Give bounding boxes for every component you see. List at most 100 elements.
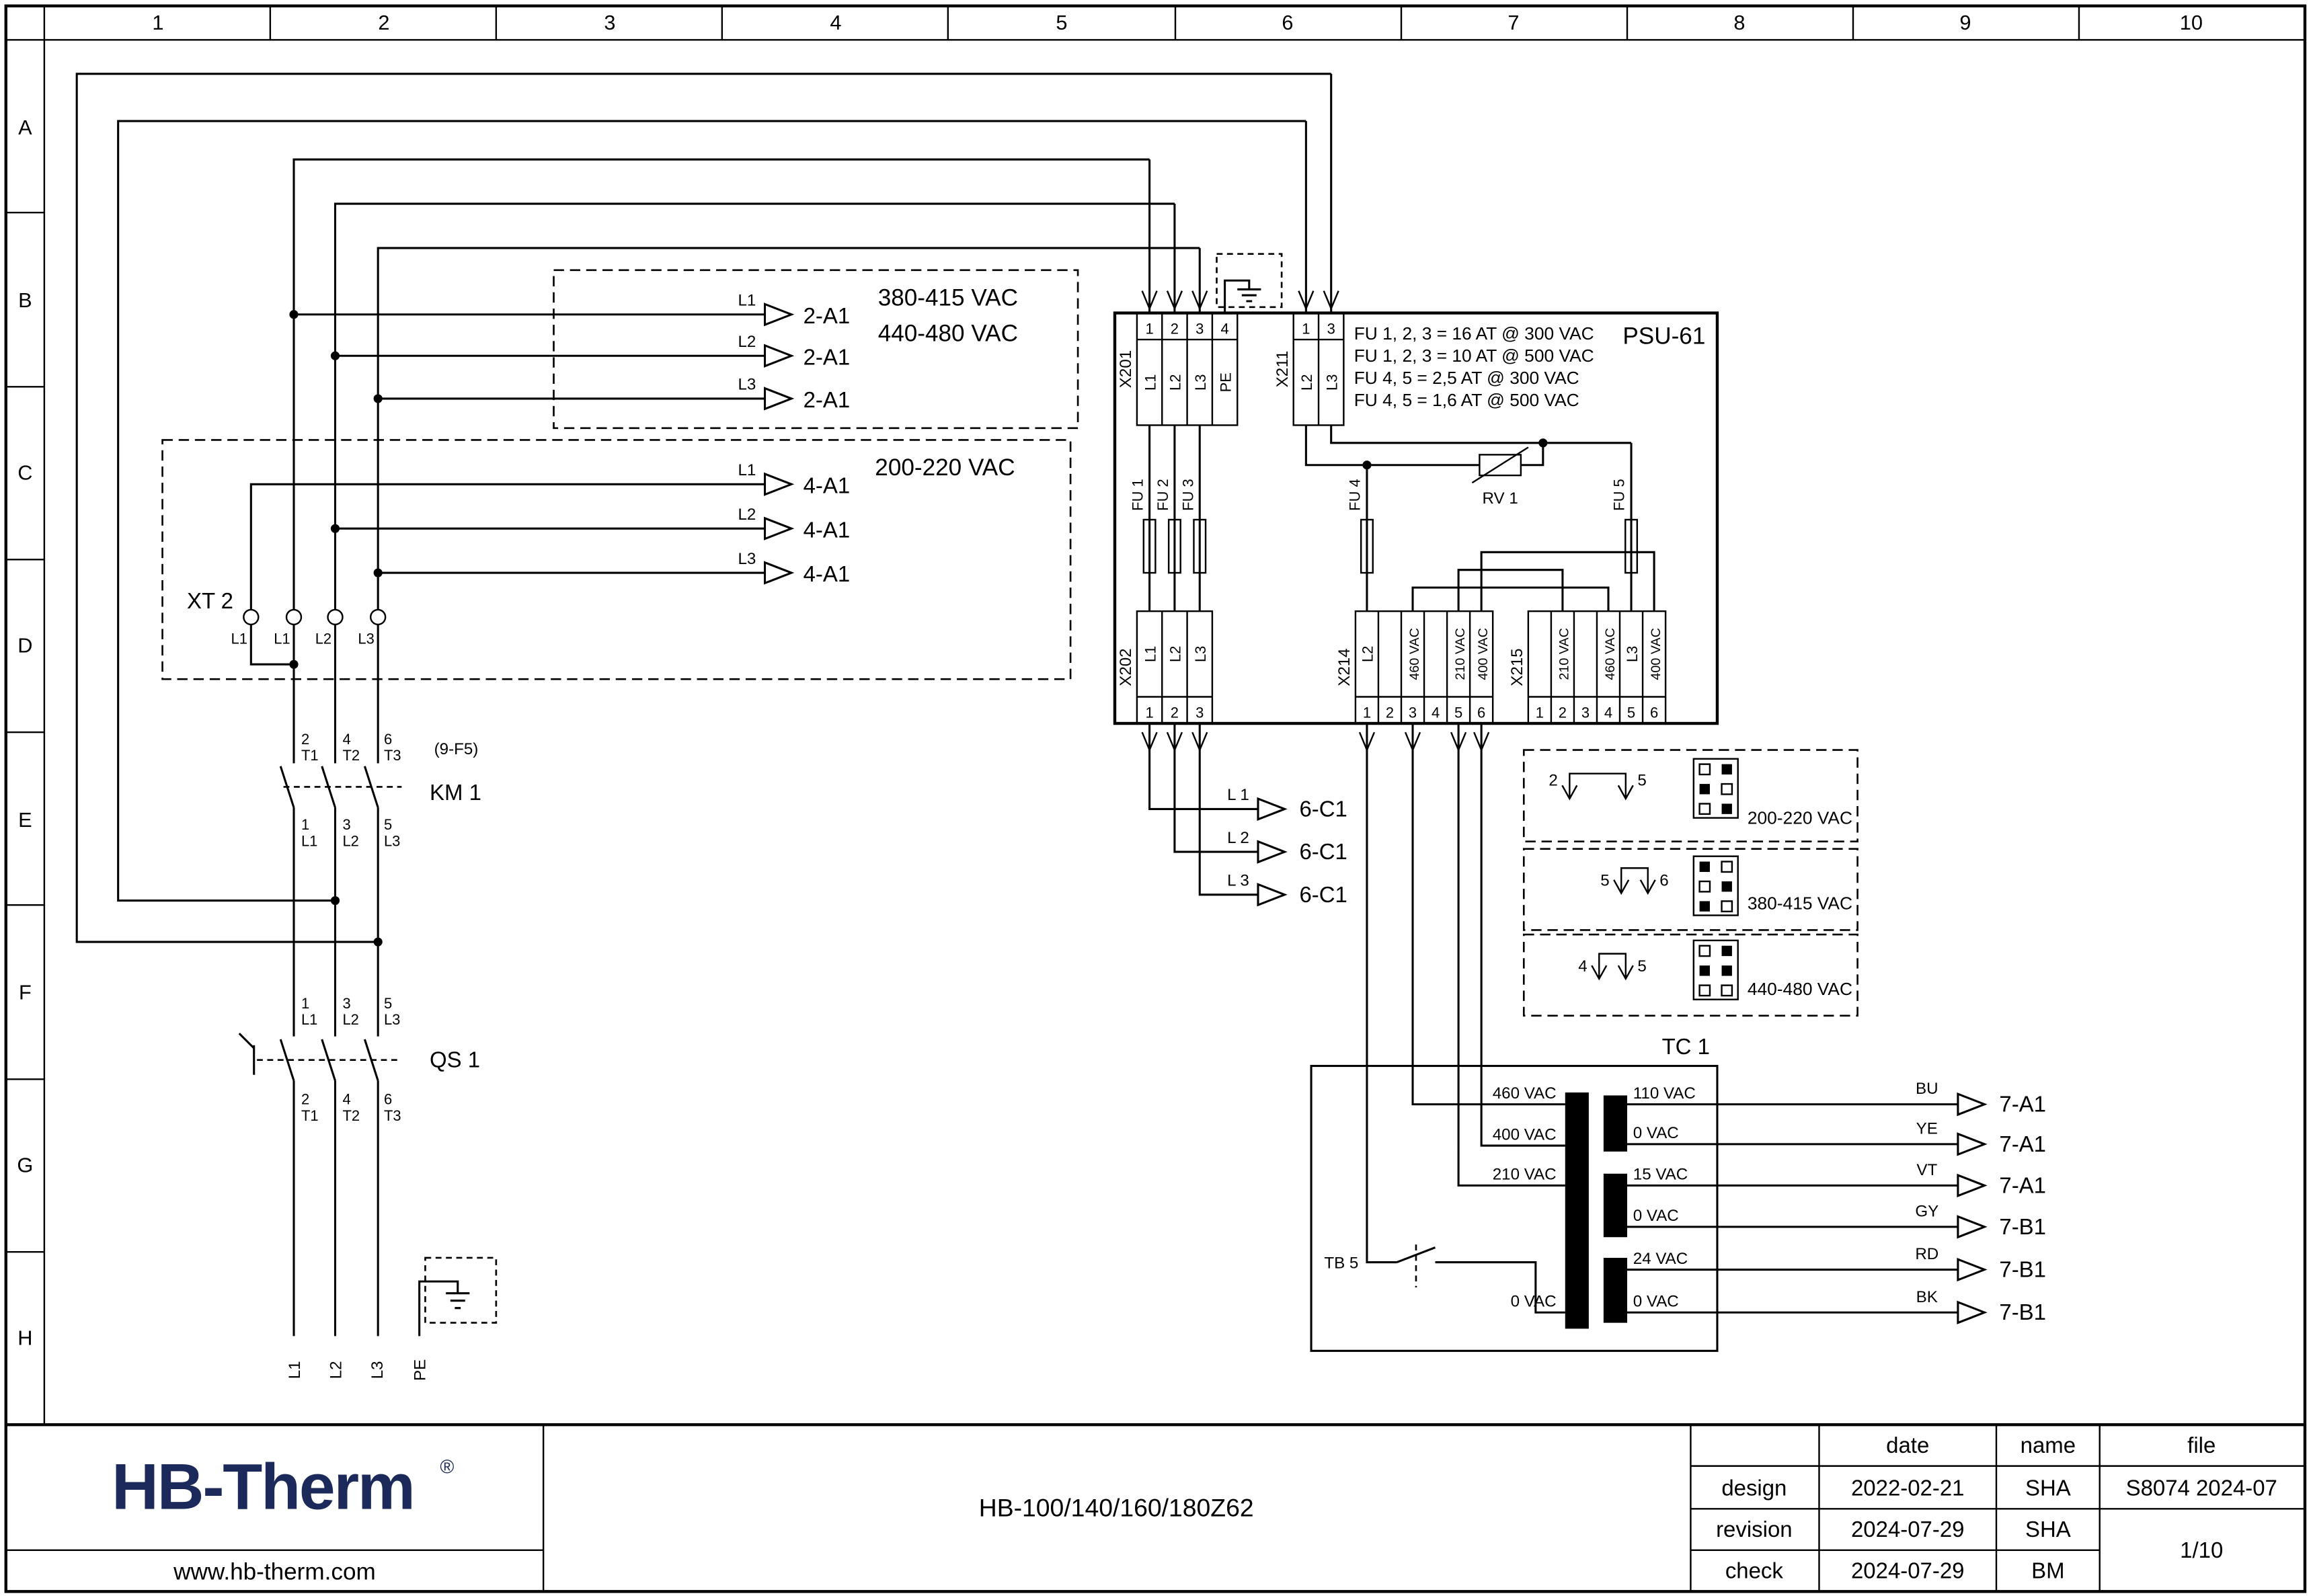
row-label-d: D — [17, 634, 32, 657]
svg-text:1: 1 — [301, 995, 309, 1012]
wire-arrow — [1257, 840, 1288, 864]
svg-text:L1: L1 — [301, 1011, 317, 1028]
fuse-note-4: FU 4, 5 = 1,6 AT @ 500 VAC — [1354, 390, 1579, 410]
svg-text:L3: L3 — [1323, 374, 1340, 391]
qs1-label: QS 1 — [430, 1047, 480, 1072]
svg-text:T3: T3 — [384, 1107, 401, 1124]
lv-target-2: 4-A1 — [804, 517, 851, 542]
svg-text:7-A1: 7-A1 — [1999, 1172, 2046, 1197]
svg-text:VT: VT — [1916, 1161, 1937, 1179]
tc1-title: TC 1 — [1662, 1034, 1710, 1059]
coding-plug-icon — [1692, 855, 1739, 916]
svg-text:5: 5 — [1600, 872, 1609, 890]
col-label-9: 9 — [1959, 11, 1971, 34]
svg-text:BU: BU — [1916, 1080, 1938, 1098]
fuse-fu4-icon — [1360, 518, 1374, 574]
svg-text:X214: X214 — [1335, 648, 1354, 686]
km1-label: KM 1 — [430, 780, 481, 805]
svg-text:1: 1 — [1302, 320, 1310, 337]
svg-text:PE: PE — [1217, 372, 1234, 392]
website: www.hb-therm.com — [173, 1559, 376, 1585]
svg-text:L1: L1 — [301, 832, 317, 849]
svg-text:400 VAC: 400 VAC — [1493, 1125, 1557, 1144]
wire-arrow — [1957, 1092, 1988, 1117]
svg-text:15 VAC: 15 VAC — [1633, 1166, 1688, 1184]
svg-text:2: 2 — [1171, 704, 1179, 721]
svg-text:6: 6 — [384, 731, 392, 748]
svg-text:1: 1 — [1536, 704, 1544, 721]
svg-text:0 VAC: 0 VAC — [1633, 1207, 1679, 1225]
main-wiring — [75, 73, 1548, 1336]
svg-text:3: 3 — [342, 816, 350, 833]
svg-text:6: 6 — [384, 1091, 392, 1108]
xt2-terminal — [243, 608, 260, 626]
row-check: check — [1725, 1558, 1784, 1583]
file-ref: S8074 2024-07 — [2126, 1476, 2277, 1501]
rv1-label: RV 1 — [1483, 489, 1518, 508]
svg-text:5: 5 — [1627, 704, 1635, 721]
svg-text:3: 3 — [1196, 704, 1204, 721]
header-name: name — [2021, 1433, 2076, 1458]
col-label-4: 4 — [830, 11, 841, 34]
svg-text:X201: X201 — [1117, 350, 1135, 388]
fuse-fu5-icon — [1624, 518, 1639, 574]
svg-text:L3: L3 — [384, 1011, 400, 1028]
svg-text:RD: RD — [1915, 1245, 1938, 1263]
svg-text:L2: L2 — [342, 832, 358, 849]
selector-200-220: 2 5 200-220 VAC — [1522, 749, 1858, 843]
frame: 1 2 3 4 5 6 7 8 9 10 A B C D E F G H — [4, 4, 2307, 1593]
col-label-3: 3 — [604, 11, 615, 34]
row-design: design — [1721, 1476, 1787, 1501]
row-label-g: G — [17, 1154, 33, 1177]
header-file: file — [2187, 1433, 2216, 1458]
xt2-t2: L1 — [274, 630, 290, 647]
selector-440-480: 4 5 440-480 VAC — [1522, 933, 1858, 1017]
svg-text:4: 4 — [1432, 704, 1440, 721]
fuse-fu2-icon — [1167, 518, 1181, 574]
wire-arrow — [763, 472, 795, 496]
col-label-10: 10 — [2180, 11, 2203, 34]
wire-arrow — [1957, 1300, 1988, 1324]
svg-text:3: 3 — [1196, 320, 1204, 337]
svg-text:0 VAC: 0 VAC — [1633, 1292, 1679, 1310]
svg-text:L1: L1 — [1142, 646, 1159, 662]
feed-l3: L3 — [368, 1361, 387, 1379]
incoming-feed: L1 L2 L3 PE — [286, 1256, 498, 1381]
wire-arrow — [1957, 1173, 1988, 1198]
svg-text:X211: X211 — [1274, 351, 1292, 388]
svg-text:3: 3 — [1409, 704, 1417, 721]
svg-text:T3: T3 — [384, 747, 401, 764]
svg-text:L 1: L 1 — [1227, 786, 1249, 804]
svg-text:FU 3: FU 3 — [1179, 479, 1196, 511]
xt2-t1: L1 — [231, 630, 247, 647]
svg-text:T1: T1 — [301, 1107, 319, 1124]
revision-name: SHA — [2025, 1517, 2071, 1542]
svg-text:BK: BK — [1916, 1288, 1938, 1306]
voltage-selectors: 2 5 200-220 VAC 5 6 380-415 VAC — [1522, 749, 1858, 1017]
wire-arrow — [1257, 883, 1288, 907]
contactor-km1: 2 T1 4 T2 6 T3 1 L1 3 L2 5 L3 (9-F5) KM … — [283, 731, 481, 849]
lv-range: 200-220 VAC — [875, 454, 1015, 481]
col-label-7: 7 — [1507, 11, 1519, 34]
svg-text:T1: T1 — [301, 747, 319, 764]
wire-arrow — [763, 344, 795, 368]
col-label-1: 1 — [152, 11, 163, 34]
svg-text:L 2: L 2 — [1227, 829, 1249, 847]
varistor-rv1-icon — [1479, 454, 1522, 477]
svg-text:1: 1 — [1145, 320, 1153, 337]
title-block: HB-Therm ® www.hb-therm.com HB-100/140/1… — [5, 1425, 2305, 1592]
row-label-f: F — [19, 981, 32, 1004]
hv-phase-1: L1 — [738, 292, 756, 310]
svg-text:2: 2 — [301, 1091, 309, 1108]
svg-text:L3: L3 — [1192, 646, 1209, 662]
page-border — [4, 4, 2307, 1593]
svg-text:7-B1: 7-B1 — [1999, 1300, 2046, 1324]
row-revision: revision — [1716, 1517, 1793, 1542]
svg-text:L 3: L 3 — [1227, 872, 1249, 890]
fuse-note-1: FU 1, 2, 3 = 16 AT @ 300 VAC — [1354, 323, 1594, 344]
coding-plug-icon — [1692, 758, 1739, 819]
svg-text:6: 6 — [1477, 704, 1485, 721]
svg-text:6-C1: 6-C1 — [1299, 882, 1347, 907]
tc1-box — [1310, 1064, 1719, 1352]
svg-text:7-A1: 7-A1 — [1999, 1092, 2046, 1117]
